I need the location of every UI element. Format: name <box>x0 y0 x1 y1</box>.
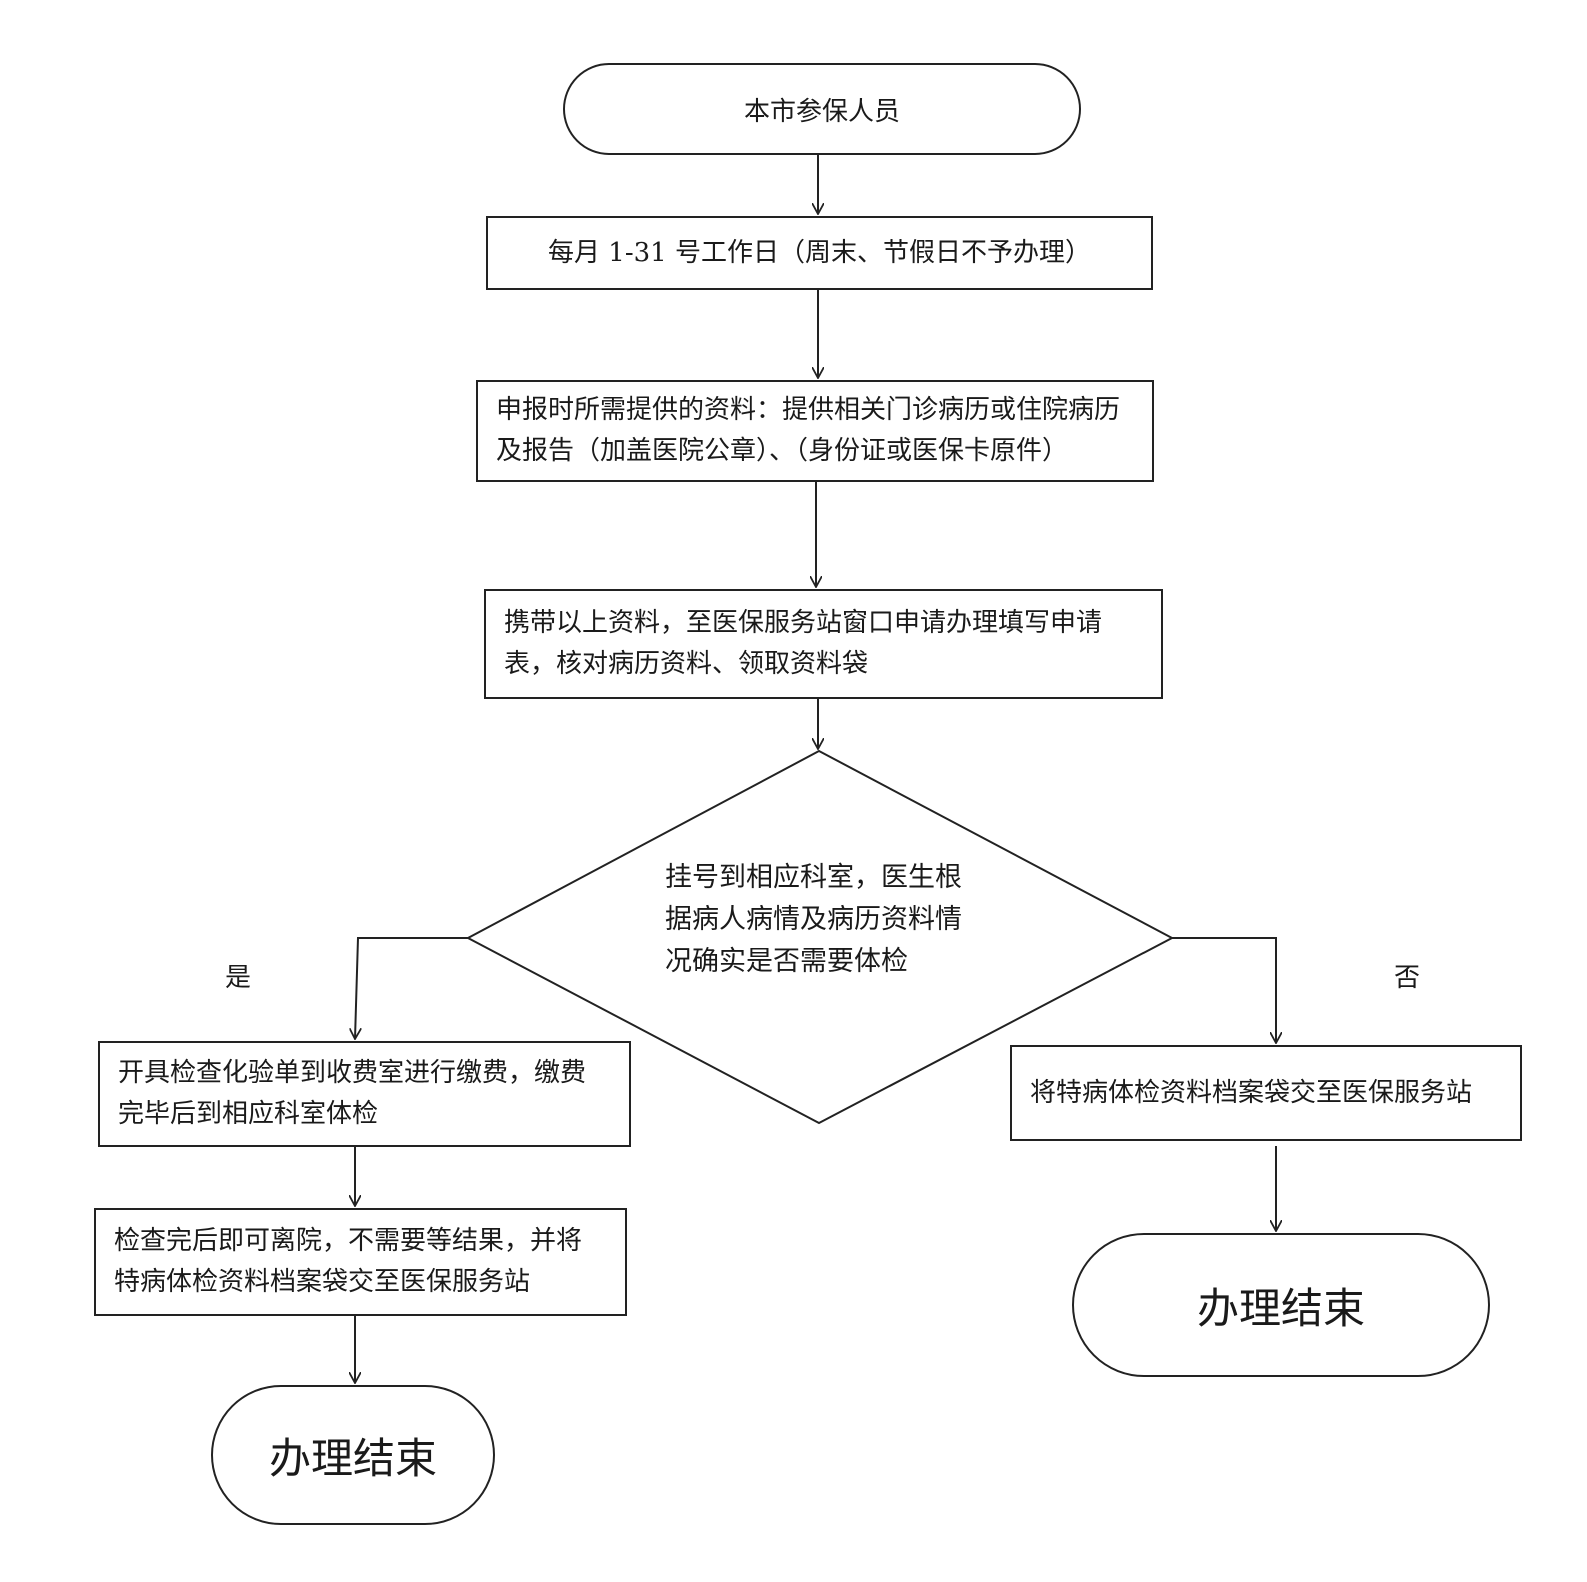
step-schedule: 每月 1-31 号工作日（周末、节假日不予办理） <box>486 216 1153 290</box>
step-required-materials: 申报时所需提供的资料：提供相关门诊病历或住院病历及报告（加盖医院公章）、（身份证… <box>476 380 1154 482</box>
step-required-materials-text: 申报时所需提供的资料：提供相关门诊病历或住院病历及报告（加盖医院公章）、（身份证… <box>496 395 1121 466</box>
step-yes-exam-payment: 开具检查化验单到收费室进行缴费，缴费完毕后到相应科室体检 <box>98 1041 631 1147</box>
step-no-submit-file: 将特病体检资料档案袋交至医保服务站 <box>1010 1045 1522 1141</box>
step-yes-leave-hospital-text: 检查完后即可离院，不需要等结果，并将特病体检资料档案袋交至医保服务站 <box>114 1226 583 1297</box>
end-terminal-yes: 办理结束 <box>211 1385 495 1525</box>
step-schedule-text: 每月 1-31 号工作日（周末、节假日不予办理） <box>548 237 1091 268</box>
decision-diamond <box>465 749 1175 1125</box>
step-yes-leave-hospital: 检查完后即可离院，不需要等结果，并将特病体检资料档案袋交至医保服务站 <box>94 1208 627 1316</box>
step-no-submit-file-text: 将特病体检资料档案袋交至医保服务站 <box>1030 1077 1473 1108</box>
no-label: 否 <box>1394 963 1421 993</box>
start-terminal: 本市参保人员 <box>563 63 1081 155</box>
end-terminal-no-text: 办理结束 <box>1196 1283 1365 1333</box>
step-submit-application: 携带以上资料，至医保服务站窗口申请办理填写申请表，核对病历资料、领取资料袋 <box>484 589 1163 699</box>
decision-text: 挂号到相应科室，医生根据病人病情及病历资料情况确实是否需要体检 <box>665 862 962 977</box>
arrow-decision-yes <box>355 937 468 1039</box>
yes-label: 是 <box>225 963 252 993</box>
end-terminal-yes-text: 办理结束 <box>268 1433 437 1483</box>
arrow-decision-no <box>1171 937 1276 1043</box>
step-yes-exam-payment-text: 开具检查化验单到收费室进行缴费，缴费完毕后到相应科室体检 <box>118 1058 587 1129</box>
end-terminal-no: 办理结束 <box>1072 1233 1490 1377</box>
step-submit-application-text: 携带以上资料，至医保服务站窗口申请办理填写申请表，核对病历资料、领取资料袋 <box>504 608 1103 679</box>
start-terminal-text: 本市参保人员 <box>743 96 900 127</box>
